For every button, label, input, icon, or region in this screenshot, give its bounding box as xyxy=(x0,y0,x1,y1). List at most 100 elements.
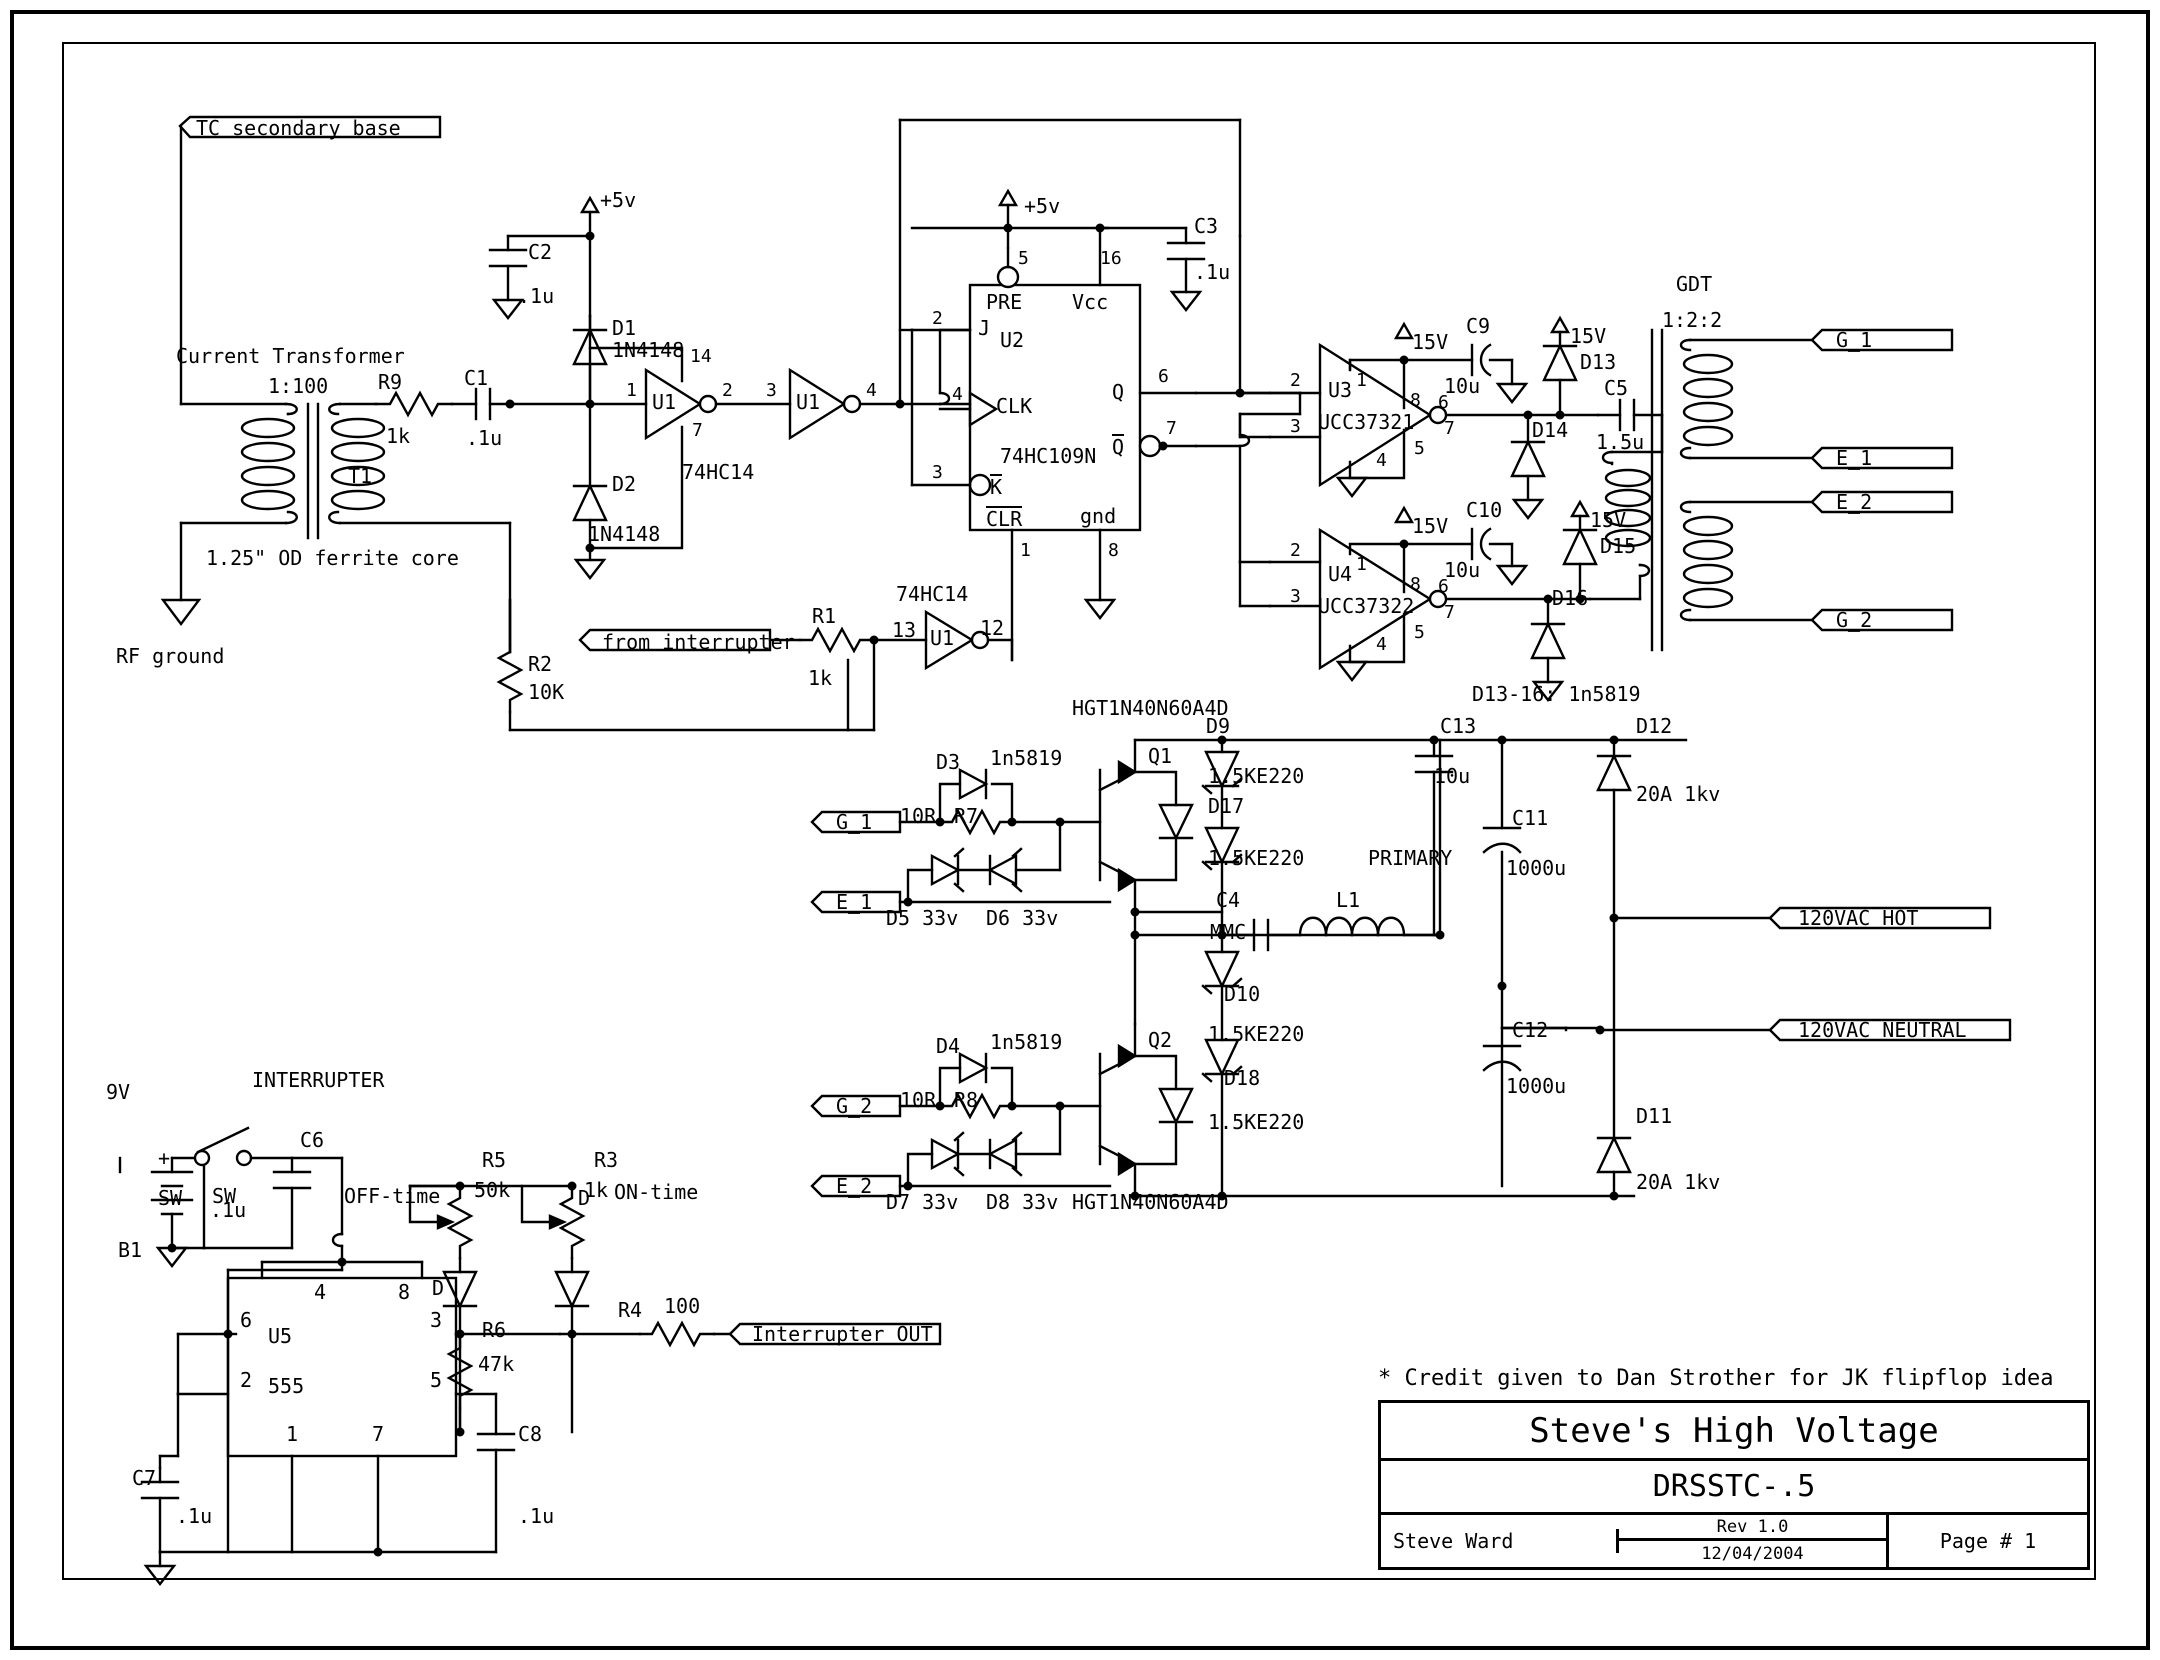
port-gdt-g2-label[interactable]: G_2 xyxy=(1836,608,1873,632)
u2-pin8-label: 8 xyxy=(1108,540,1119,561)
c2-value-label: .1u xyxy=(518,284,555,308)
u2-pin4-label: 4 xyxy=(952,384,963,405)
c4-ref-label: C4 xyxy=(1216,888,1241,912)
r8-ref-label: R8 xyxy=(954,1088,979,1112)
u2-pin3-label: 3 xyxy=(932,462,943,483)
title-block-rev: Rev 1.0 xyxy=(1716,1516,1789,1537)
u2-vcc-label: Vcc xyxy=(1072,290,1109,314)
d1-value-label: 1N4148 xyxy=(612,338,685,362)
port-igbt-g2-label[interactable]: G_2 xyxy=(836,1094,873,1118)
u4-pin3-label: 3 xyxy=(1290,586,1301,607)
r4-ref-label: R4 xyxy=(618,1298,643,1322)
d12-ref-label: D12 xyxy=(1636,714,1673,738)
port-gdt-e2-label[interactable]: E_2 xyxy=(1836,490,1873,514)
c11-value-label: 1000u xyxy=(1506,856,1567,880)
d17-ref-label: D17 xyxy=(1208,794,1245,818)
rail-15v-d15-label: 15V xyxy=(1590,508,1627,532)
ontime-label: ON-time xyxy=(614,1180,699,1204)
r6-ref-label: R6 xyxy=(482,1318,507,1342)
u2-ref-label: U2 xyxy=(1000,328,1025,352)
port-gdt-g1-label[interactable]: G_1 xyxy=(1836,328,1873,352)
r9-value-label: 1k xyxy=(386,424,411,448)
rail-15v-d13-label: 15V xyxy=(1570,324,1607,348)
title-block-author: Steve Ward xyxy=(1393,1529,1514,1553)
c3-ref-label: C3 xyxy=(1194,214,1219,238)
c12-ref-label: C12 xyxy=(1512,1018,1549,1042)
u2-pin7-label: 7 xyxy=(1166,418,1177,439)
d12-value-label: 20A 1kv xyxy=(1636,782,1721,806)
ct-ratio-label: 1:100 xyxy=(268,374,329,398)
port-from-interrupter-label[interactable]: from interrupter xyxy=(602,630,795,654)
u4-ref-label: U4 xyxy=(1328,562,1353,586)
u2-q-label: Q xyxy=(1112,380,1125,404)
port-igbt-e2-label[interactable]: E_2 xyxy=(836,1174,873,1198)
port-igbt-e1-label[interactable]: E_1 xyxy=(836,890,873,914)
title-block-rev-half: Rev 1.0 xyxy=(1619,1515,1886,1541)
c6-value-label: .1u xyxy=(210,1198,247,1222)
gdt-ratio-label: 1:2:2 xyxy=(1662,308,1723,332)
d18-ref-label: D18 xyxy=(1224,1066,1261,1090)
c9-ref-label: C9 xyxy=(1466,314,1491,338)
d11-ref-label: D11 xyxy=(1636,1104,1673,1128)
q2-ref-label: Q2 xyxy=(1148,1028,1173,1052)
rf-ground-label: RF ground xyxy=(116,644,225,668)
d-ontime-ref-label: D xyxy=(578,1186,591,1210)
d14-ref-label: D14 xyxy=(1532,418,1569,442)
current-transformer-label: Current Transformer xyxy=(176,344,405,368)
title-block-date: 12/04/2004 xyxy=(1701,1544,1804,1564)
d3-ref-label: D3 xyxy=(936,750,961,774)
port-tc-secondary-base-label[interactable]: TC secondary base xyxy=(196,116,401,140)
d10-value-label: 1.5KE220 xyxy=(1208,1022,1305,1046)
u4-pin2-label: 2 xyxy=(1290,540,1301,561)
u2-j-label: J xyxy=(978,316,991,340)
u1-inv3-pin13-label: 13 xyxy=(892,618,917,642)
u3-pin7-label: 7 xyxy=(1444,418,1455,439)
u2-gnd-label: gnd xyxy=(1080,504,1117,528)
r7-value-label: 10R xyxy=(900,804,937,828)
q1-ref-label: Q1 xyxy=(1148,744,1173,768)
c5-ref-label: C5 xyxy=(1604,376,1629,400)
u5-pin7-label: 7 xyxy=(372,1422,385,1446)
port-gdt-e1-label[interactable]: E_1 xyxy=(1836,446,1873,470)
port-mains-neutral-label[interactable]: 120VAC NEUTRAL xyxy=(1798,1018,1967,1042)
u4-pin7-label: 7 xyxy=(1444,602,1455,623)
u2-pin5-label: 5 xyxy=(1018,248,1029,269)
sw-ref-label[interactable]: SW xyxy=(158,1186,183,1210)
igbt-part-label-top: HGT1N40N60A4D xyxy=(1072,696,1229,720)
u3-pin2-label: 2 xyxy=(1290,370,1301,391)
d13-ref-label: D13 xyxy=(1580,350,1617,374)
port-mains-hot-label[interactable]: 120VAC HOT xyxy=(1798,906,1919,930)
d7-label: D7 33v xyxy=(886,1190,959,1214)
u1-inv2-pin4-label: 4 xyxy=(866,380,877,401)
c1-value-label: .1u xyxy=(466,426,503,450)
u4-pin1-label: 1 xyxy=(1356,554,1367,575)
u5-part-label: 555 xyxy=(268,1374,305,1398)
u5-ref-label: U5 xyxy=(268,1324,293,1348)
d1-ref-label: D1 xyxy=(612,316,637,340)
u3-part-label: UCC37321 xyxy=(1318,410,1415,434)
ferrite-core-note: 1.25" OD ferrite core xyxy=(206,546,459,570)
u2-clk-label: CLK xyxy=(996,394,1033,418)
r4-value-label: 100 xyxy=(664,1294,701,1318)
inverter-chip-label-2: 74HC14 xyxy=(896,582,969,606)
d9-value-label: 1.5KE220 xyxy=(1208,764,1305,788)
c9-value-label: 10u xyxy=(1444,374,1481,398)
u1-inv2-pin3-label: 3 xyxy=(766,380,777,401)
u5-pin2-label: 2 xyxy=(240,1368,253,1392)
title-block-meta-row: Steve Ward Rev 1.0 12/04/2004 Page # 1 xyxy=(1381,1515,2087,1567)
u1-inv2-ref-label: U1 xyxy=(796,390,821,414)
d15-ref-label: D15 xyxy=(1600,534,1637,558)
u2-pin6-label: 6 xyxy=(1158,366,1169,387)
c7-ref-label: C7 xyxy=(132,1466,157,1490)
d11-value-label: 20A 1kv xyxy=(1636,1170,1721,1194)
title-block-page: Page # 1 xyxy=(1939,1529,2037,1553)
port-igbt-g1-label[interactable]: G_1 xyxy=(836,810,873,834)
primary-label: PRIMARY xyxy=(1368,846,1453,870)
rail-5v-label-left: +5v xyxy=(600,188,637,212)
title-block-page-cell: Page # 1 xyxy=(1889,1529,2087,1553)
port-interrupter-out-label[interactable]: Interrupter OUT xyxy=(752,1322,933,1346)
d13-16-note-label: D13-16: 1n5819 xyxy=(1472,682,1641,706)
r1-ref-label: R1 xyxy=(812,604,837,628)
d17-value-label: 1.5KE220 xyxy=(1208,846,1305,870)
u1-inv1-pin7-label: 7 xyxy=(692,420,703,441)
